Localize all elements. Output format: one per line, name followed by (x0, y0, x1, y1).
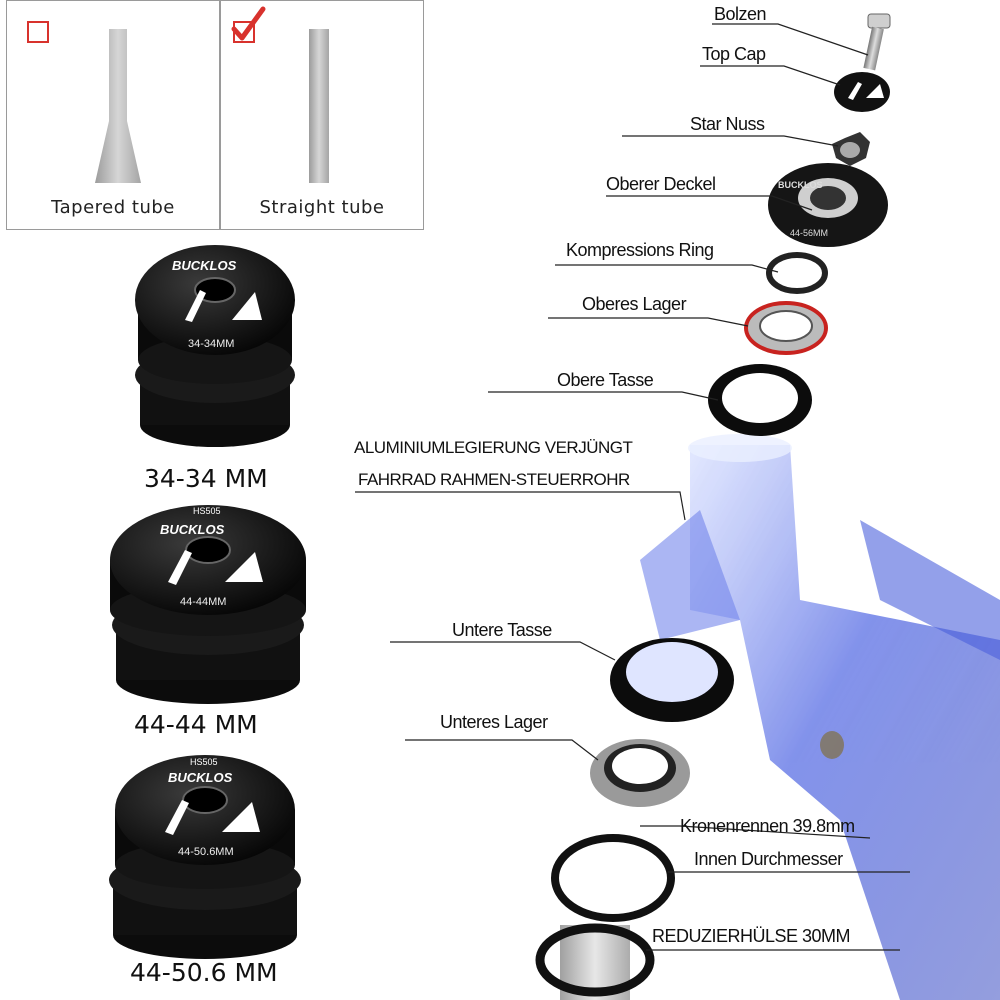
lower-bearing-image (590, 739, 690, 807)
straight-tube-icon (309, 29, 329, 183)
headset-1-size-label: 34-34 MM (144, 464, 268, 493)
reducer-sleeve-image (535, 923, 655, 1000)
straight-tube-label: Straight tube (259, 197, 385, 218)
headset-3-brand: BUCKLOS (168, 770, 233, 785)
headset-2-size-label: 44-44 MM (134, 710, 258, 739)
callout-upper-cup: Obere Tasse (557, 370, 654, 390)
callout-upper-cover: Oberer Deckel (606, 174, 716, 194)
tapered-tube-option[interactable]: Tapered tube (6, 0, 220, 230)
callout-lower-bearing: Unteres Lager (440, 712, 548, 732)
headset-1-engraving: 34-34MM (188, 338, 235, 350)
bolt-image (863, 13, 891, 71)
headset-3-engraving: 44-50.6MM (178, 846, 234, 858)
callout-star-nut: Star Nuss (690, 114, 765, 134)
straight-tube-option[interactable]: Straight tube (220, 0, 424, 230)
headset-3-size-label: 44-50.6 MM (130, 958, 278, 987)
compression-ring-image (766, 252, 828, 294)
callout-lower-cup: Untere Tasse (452, 620, 552, 640)
bicycle-frame-image (640, 434, 1000, 1000)
lower-cup-image (610, 638, 734, 722)
upper-cup-image (708, 364, 812, 436)
headset-2-model: HS505 (193, 506, 221, 516)
callout-top-cap: Top Cap (702, 44, 766, 64)
crown-race-image (551, 834, 675, 922)
headset-1-brand: BUCKLOS (172, 258, 237, 273)
headset-44-44-image (110, 505, 306, 704)
callout-compression-ring: Kompressions Ring (566, 240, 714, 260)
upper-bearing-image (744, 301, 828, 355)
headset-34-34-image (135, 245, 295, 447)
top-cap-image (834, 72, 890, 112)
tapered-tube-icon (95, 29, 141, 183)
headset-2-engraving: 44-44MM (180, 596, 227, 608)
headset-3-model: HS505 (190, 757, 218, 767)
callout-upper-bearing: Oberes Lager (582, 294, 687, 314)
headset-2-brand: BUCKLOS (160, 522, 225, 537)
tapered-tube-checkbox[interactable] (27, 21, 49, 43)
callout-frame-line2: FAHRRAD RAHMEN-STEUERROHR (358, 470, 630, 489)
headset-44-50-6-image (109, 755, 301, 959)
upper-cover-image (768, 163, 888, 247)
callout-crown-race: Kronenrennen 39.8mm (680, 816, 855, 836)
upper-cover-brand: BUCKLOS (778, 180, 823, 190)
callout-inner-diameter: Innen Durchmesser (694, 849, 843, 869)
upper-cover-engraving: 44-56MM (790, 228, 829, 238)
callout-bolt: Bolzen (714, 4, 767, 24)
callout-reducer: REDUZIERHÜLSE 30MM (652, 926, 851, 946)
check-mark-icon (231, 6, 266, 41)
callout-frame-line1: ALUMINIUMLEGIERUNG VERJÜNGT (354, 438, 633, 457)
callout-lines (355, 23, 910, 951)
star-nut-image (832, 132, 870, 166)
tapered-tube-label: Tapered tube (51, 197, 175, 218)
